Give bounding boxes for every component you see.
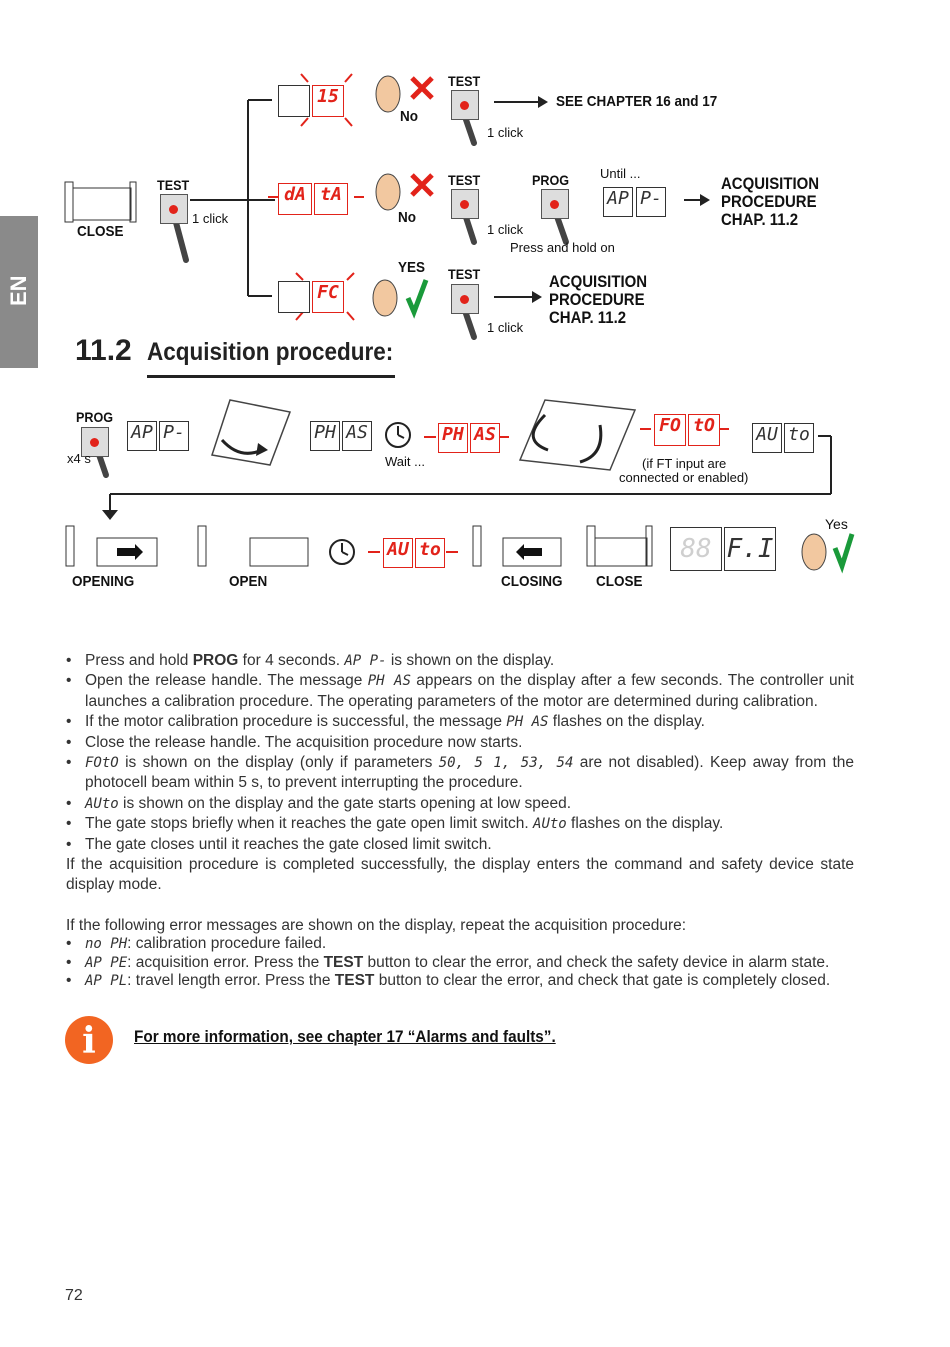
list-item: The gate closes until it reaches the gat… xyxy=(66,835,854,856)
success-paragraph: If the acquisition procedure is complete… xyxy=(66,856,854,894)
display-ta: tA xyxy=(314,183,348,215)
test-label: TEST xyxy=(448,172,481,188)
display-to: tO xyxy=(688,414,720,446)
list-item: The gate stops briefly when it reaches t… xyxy=(66,814,854,835)
display-as: AS xyxy=(342,421,372,451)
list-item: Close the release handle. The acquisitio… xyxy=(66,733,854,754)
display-da: dA xyxy=(278,183,312,215)
display-blank xyxy=(278,281,310,313)
open-label: OPEN xyxy=(229,573,268,590)
display-as-flash: AS xyxy=(470,423,500,453)
list-item: If the motor calibration procedure is su… xyxy=(66,712,854,733)
click-label: 1 click xyxy=(487,222,524,237)
list-item: AP PL: travel length error. Press the TE… xyxy=(66,972,866,991)
display-fc: FC xyxy=(312,281,344,313)
test-button xyxy=(451,284,479,314)
display-blank xyxy=(278,85,310,117)
no-label: No xyxy=(400,108,418,125)
chapter-label: CHAP. 11.2 xyxy=(721,210,799,229)
click-label: 1 click xyxy=(487,125,524,140)
errors-intro: If the following error messages are show… xyxy=(66,917,687,934)
title-underline xyxy=(147,375,395,378)
click-label: 1 click xyxy=(487,320,524,335)
display-fo: FO xyxy=(654,414,686,446)
x4s-label: x4 s xyxy=(67,451,91,466)
press-hold-label: Press and hold on xyxy=(510,240,615,255)
list-item: FOtO is shown on the display (only if pa… xyxy=(66,753,854,794)
ft-note-line2: connected or enabled) xyxy=(619,470,749,485)
close-label: CLOSE xyxy=(596,573,643,590)
display-p: P- xyxy=(159,421,189,451)
display-88: 88 xyxy=(670,527,722,571)
display-fi: F.I xyxy=(724,527,776,571)
list-item: Open the release handle. The message PH … xyxy=(66,671,854,712)
procedure-label: PROCEDURE xyxy=(549,290,645,309)
close-label: CLOSE xyxy=(77,223,124,240)
display-ph: PH xyxy=(310,421,340,451)
procedure-label: PROCEDURE xyxy=(721,192,817,211)
test-label: TEST xyxy=(448,73,481,89)
display-au-flash: AU xyxy=(383,538,413,568)
display-to: to xyxy=(784,423,814,453)
no-label: No xyxy=(398,209,416,226)
language-tab: EN xyxy=(0,216,38,368)
yes-label: YES xyxy=(398,259,426,276)
see-chapter-label: SEE CHAPTER 16 and 17 xyxy=(556,93,718,110)
display-p: P- xyxy=(636,187,666,217)
info-link[interactable]: For more information, see chapter 17 “Al… xyxy=(134,1027,556,1046)
test-label: TEST xyxy=(448,266,481,282)
error-list: no PH: calibration procedure failed. AP … xyxy=(66,935,866,991)
test-button xyxy=(451,189,479,219)
ft-note-line1: (if FT input are xyxy=(642,456,727,471)
page-number: 72 xyxy=(65,1287,83,1304)
info-icon: i xyxy=(65,1016,113,1064)
prog-label: PROG xyxy=(532,172,570,188)
list-item: AUto is shown on the display and the gat… xyxy=(66,794,854,815)
test-button xyxy=(160,194,188,224)
list-item: AP PE: acquisition error. Press the TEST… xyxy=(66,954,866,973)
display-15: 15 xyxy=(312,85,344,117)
section-title: Acquisition procedure: xyxy=(147,338,394,366)
prog-button xyxy=(541,189,569,219)
display-ph-flash: PH xyxy=(438,423,468,453)
procedure-steps: Press and hold PROG for 4 seconds. AP P-… xyxy=(66,651,854,855)
display-ap: AP xyxy=(127,421,157,451)
acquisition-label: ACQUISITION xyxy=(721,174,820,193)
opening-label: OPENING xyxy=(72,573,135,590)
yes-label: Yes xyxy=(825,516,848,532)
test-button xyxy=(451,90,479,120)
acquisition-label: ACQUISITION xyxy=(549,272,648,291)
wait-label: Wait ... xyxy=(385,454,425,469)
prog-label: PROG xyxy=(76,409,114,425)
display-to-flash: to xyxy=(415,538,445,568)
closing-label: CLOSING xyxy=(501,573,563,590)
chapter-label: CHAP. 11.2 xyxy=(549,308,627,327)
section-number: 11.2 xyxy=(75,334,132,367)
until-label: Until ... xyxy=(600,166,641,181)
prog-button xyxy=(81,427,109,457)
display-au: AU xyxy=(752,423,782,453)
list-item: no PH: calibration procedure failed. xyxy=(66,935,866,954)
test-label: TEST xyxy=(157,177,190,193)
click-label: 1 click xyxy=(192,211,229,226)
list-item: Press and hold PROG for 4 seconds. AP P-… xyxy=(66,651,854,672)
display-ap: AP xyxy=(603,187,633,217)
